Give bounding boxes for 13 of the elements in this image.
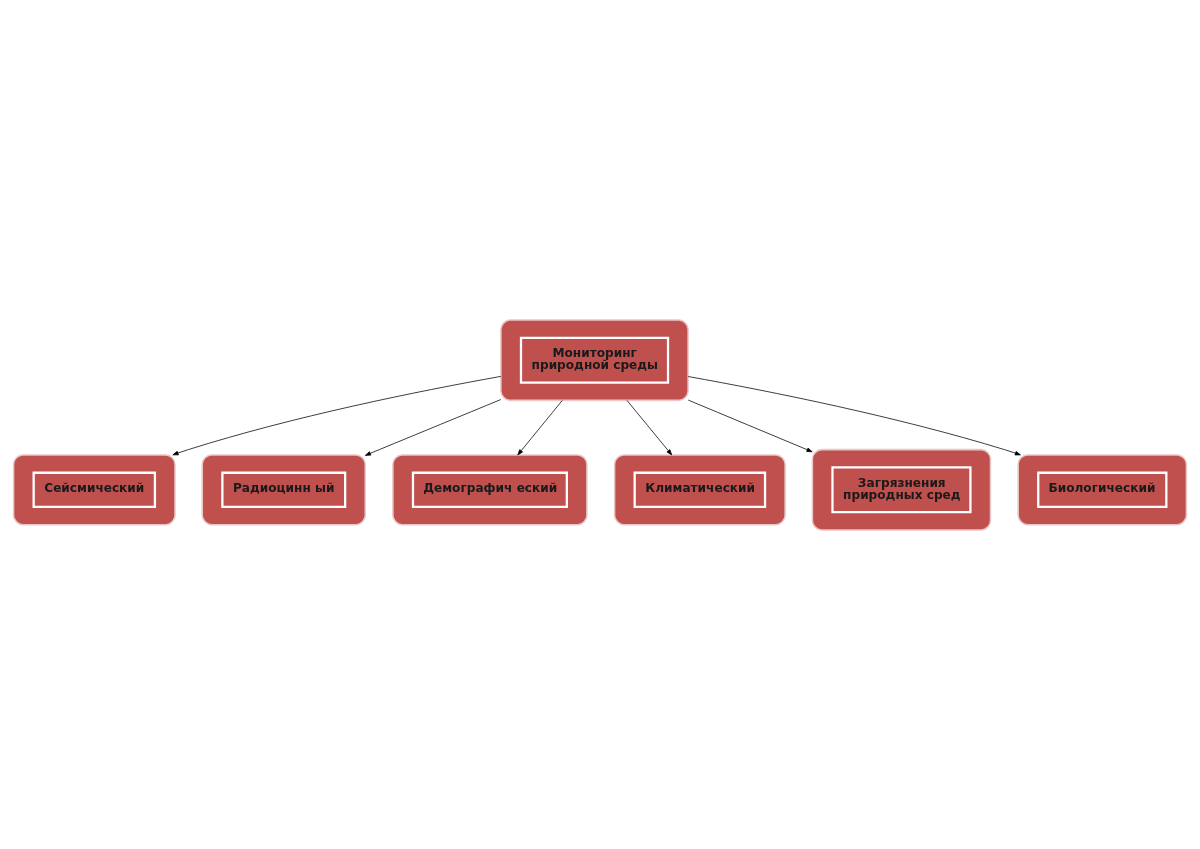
node-box: Радиоцинн ый <box>201 453 366 525</box>
node-box: Сейсмический <box>12 453 176 525</box>
node-box: Мониторинг природной среды <box>500 318 689 401</box>
arrow <box>172 375 502 455</box>
arrow <box>364 398 502 456</box>
arrow <box>626 399 673 455</box>
node-box: Демографич еский <box>392 453 588 525</box>
node-box: Загрязнения природных сред <box>811 448 992 531</box>
arrow <box>517 399 563 455</box>
arrow <box>687 399 813 452</box>
node-box: Климатический <box>613 453 786 525</box>
arrow <box>687 375 1021 455</box>
node-box: Биологический <box>1017 453 1188 525</box>
